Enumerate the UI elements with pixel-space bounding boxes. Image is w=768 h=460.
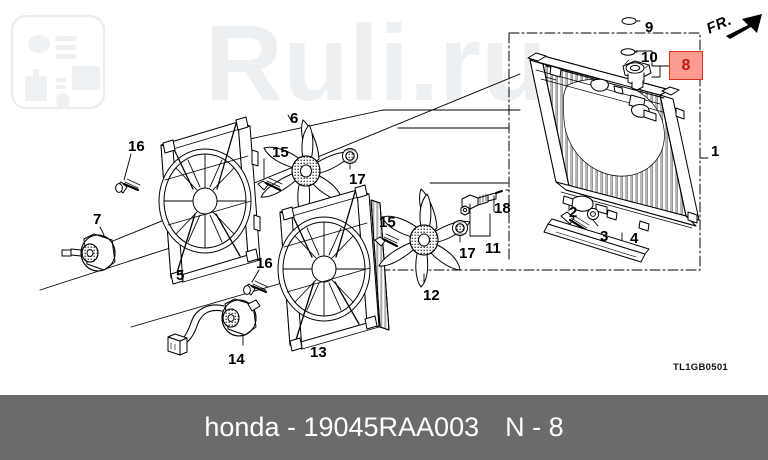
orientation-marker: FR. <box>704 8 766 44</box>
callout-4-air-seal-strip[interactable]: 4 <box>630 230 639 247</box>
diagram-linework <box>39 17 709 356</box>
group-boundary <box>299 32 701 271</box>
part-11-bracket <box>460 203 491 237</box>
exploded-parts-diagram: Ruli.ru <box>10 2 766 373</box>
highlighted-callout-8[interactable]: 8 <box>669 51 703 80</box>
part-18-fan-switch <box>461 189 510 213</box>
leader-lines <box>39 73 521 328</box>
callout-17b-fan-nut[interactable]: 17 <box>459 245 476 262</box>
part-15-screw-lower <box>374 228 400 248</box>
callout-6-cooling-fan-upper[interactable]: 6 <box>290 110 299 127</box>
brand-part-number: honda - 19045RAA003 <box>204 412 480 442</box>
page-reference: N - 8 <box>505 412 564 442</box>
arrow-up-right-icon <box>726 14 762 39</box>
callout-5-fan-shroud-upper[interactable]: 5 <box>176 267 185 284</box>
callout-12-cooling-fan-lower[interactable]: 12 <box>423 287 440 304</box>
callout-13-fan-shroud-lower[interactable]: 13 <box>310 344 327 361</box>
part-13-fan-shroud-lower <box>277 184 390 352</box>
callout-15-screw[interactable]: 15 <box>272 144 289 161</box>
callout-3-washer-nut[interactable]: 3 <box>600 228 609 245</box>
callout-2-bolt[interactable]: 2 <box>569 204 578 221</box>
part-7-fan-motor-upper <box>61 226 116 272</box>
callout-11-fan-switch-bracket[interactable]: 11 <box>485 240 501 257</box>
callout-17-fan-nut[interactable]: 17 <box>349 171 366 188</box>
part-17-fan-nut-lower <box>452 220 468 243</box>
callout-16-bolt-washer[interactable]: 16 <box>128 138 145 155</box>
part-16-bolt-lower <box>243 269 269 296</box>
callout-1-radiator-assembly[interactable]: 1 <box>711 143 720 160</box>
callout-15b-screw[interactable]: 15 <box>379 214 396 231</box>
part-10-oring <box>620 48 638 56</box>
part-9-clip <box>621 17 641 25</box>
callout-16b-bolt-washer[interactable]: 16 <box>256 255 273 272</box>
part-17-fan-nut-upper <box>342 148 358 170</box>
caption-bar: honda - 19045RAA003 N - 8 <box>0 395 768 460</box>
callout-10-o-ring[interactable]: 10 <box>641 49 658 66</box>
callout-9-clip[interactable]: 9 <box>645 19 654 36</box>
part-3-nut <box>586 207 600 227</box>
part-4-air-seal-strip <box>543 218 650 263</box>
part-14-fan-motor-lower <box>167 298 261 356</box>
part-16-bolt-upper <box>115 153 141 194</box>
part-5-fan-shroud-upper <box>158 116 261 285</box>
part-12-cooling-fan-lower <box>378 188 471 288</box>
callout-7-fan-motor-upper[interactable]: 7 <box>93 211 102 228</box>
part-8-radiator-cap <box>622 59 652 91</box>
drawing-code: TL1GB0501 <box>673 362 728 373</box>
callout-18-fan-switch[interactable]: 18 <box>494 200 511 217</box>
callout-14-fan-motor-lower[interactable]: 14 <box>228 351 245 368</box>
leader-part-8 <box>635 50 670 78</box>
highlighted-callout-label: 8 <box>681 56 691 74</box>
part-15-screw-upper <box>257 158 283 192</box>
